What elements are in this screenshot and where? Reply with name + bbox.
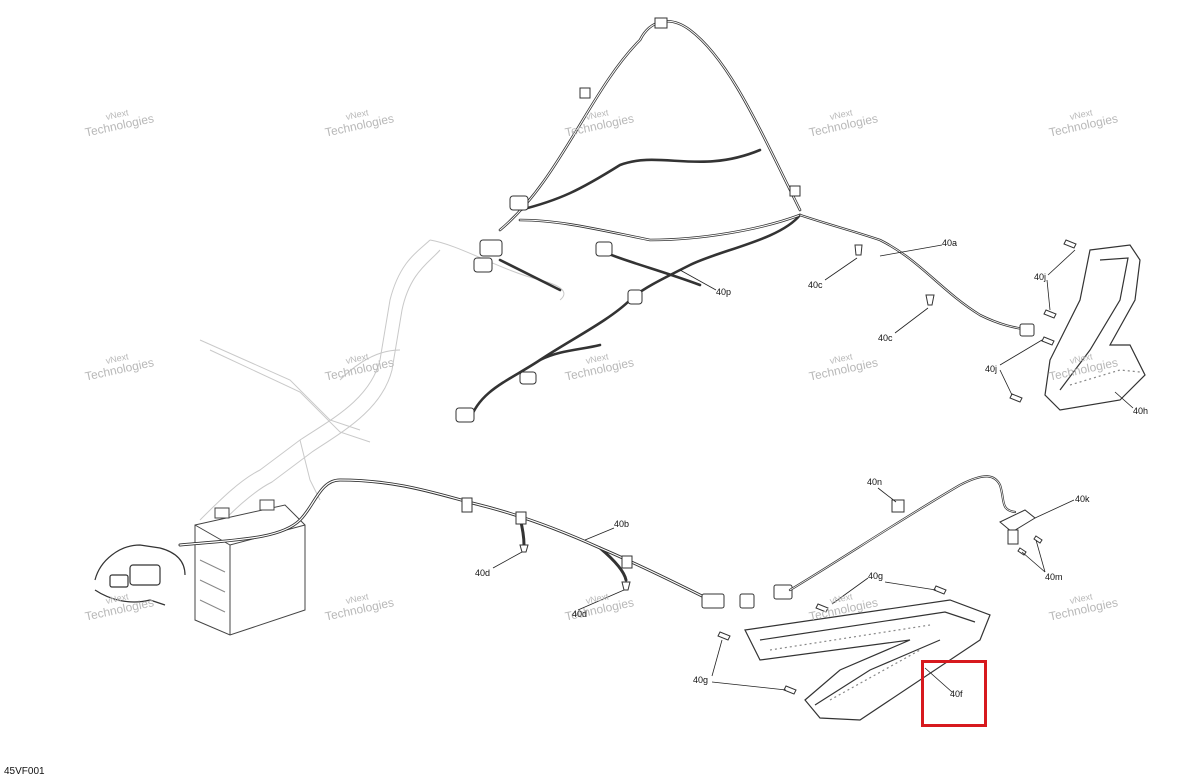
harness-40p-inner <box>499 20 801 241</box>
harness-40b-clips <box>461 497 793 609</box>
harness-40n-inner <box>789 475 1016 591</box>
clip-40n <box>891 499 905 513</box>
callout-40d: 40d <box>475 568 491 578</box>
screws-40j <box>1009 239 1077 403</box>
figure-code: 45VF001 <box>4 766 45 777</box>
callout-40g: 40g <box>868 571 884 581</box>
upper-connectors <box>455 17 1035 423</box>
harness-40b-inner <box>179 479 711 601</box>
callout-40c: 40c <box>808 280 823 290</box>
left-connector-cluster <box>94 544 186 606</box>
callout-40n: 40n <box>867 477 883 487</box>
callout-40d: 40d <box>572 609 588 619</box>
callout-40b: 40b <box>614 519 630 529</box>
screws <box>717 535 1043 695</box>
harness-40n <box>788 475 1017 592</box>
harness-40a-inner <box>799 214 1031 331</box>
callout-40a: 40a <box>942 238 958 248</box>
callout-40j: 40j <box>1034 272 1047 282</box>
leader-lines <box>492 244 1134 693</box>
callout-40m: 40m <box>1045 572 1063 582</box>
callout-40g: 40g <box>693 675 709 685</box>
bracket-40k <box>999 509 1036 545</box>
light-assembly-40h <box>1044 244 1146 411</box>
callout-40j: 40j <box>985 364 998 374</box>
callout-40p: 40p <box>716 287 732 297</box>
callout-40k: 40k <box>1075 494 1090 504</box>
battery <box>194 499 306 636</box>
harness-40a <box>798 213 1032 332</box>
ghost-vehicle-frame <box>199 239 565 533</box>
harness-40p-network <box>468 20 802 422</box>
clip-40d <box>519 544 631 591</box>
callout-40h: 40h <box>1133 406 1149 416</box>
callout-40f: 40f <box>950 689 963 699</box>
highlight-box-40f <box>921 660 987 727</box>
callout-40c: 40c <box>878 333 893 343</box>
light-bar-40f <box>744 599 991 721</box>
clip-40c <box>854 244 935 306</box>
